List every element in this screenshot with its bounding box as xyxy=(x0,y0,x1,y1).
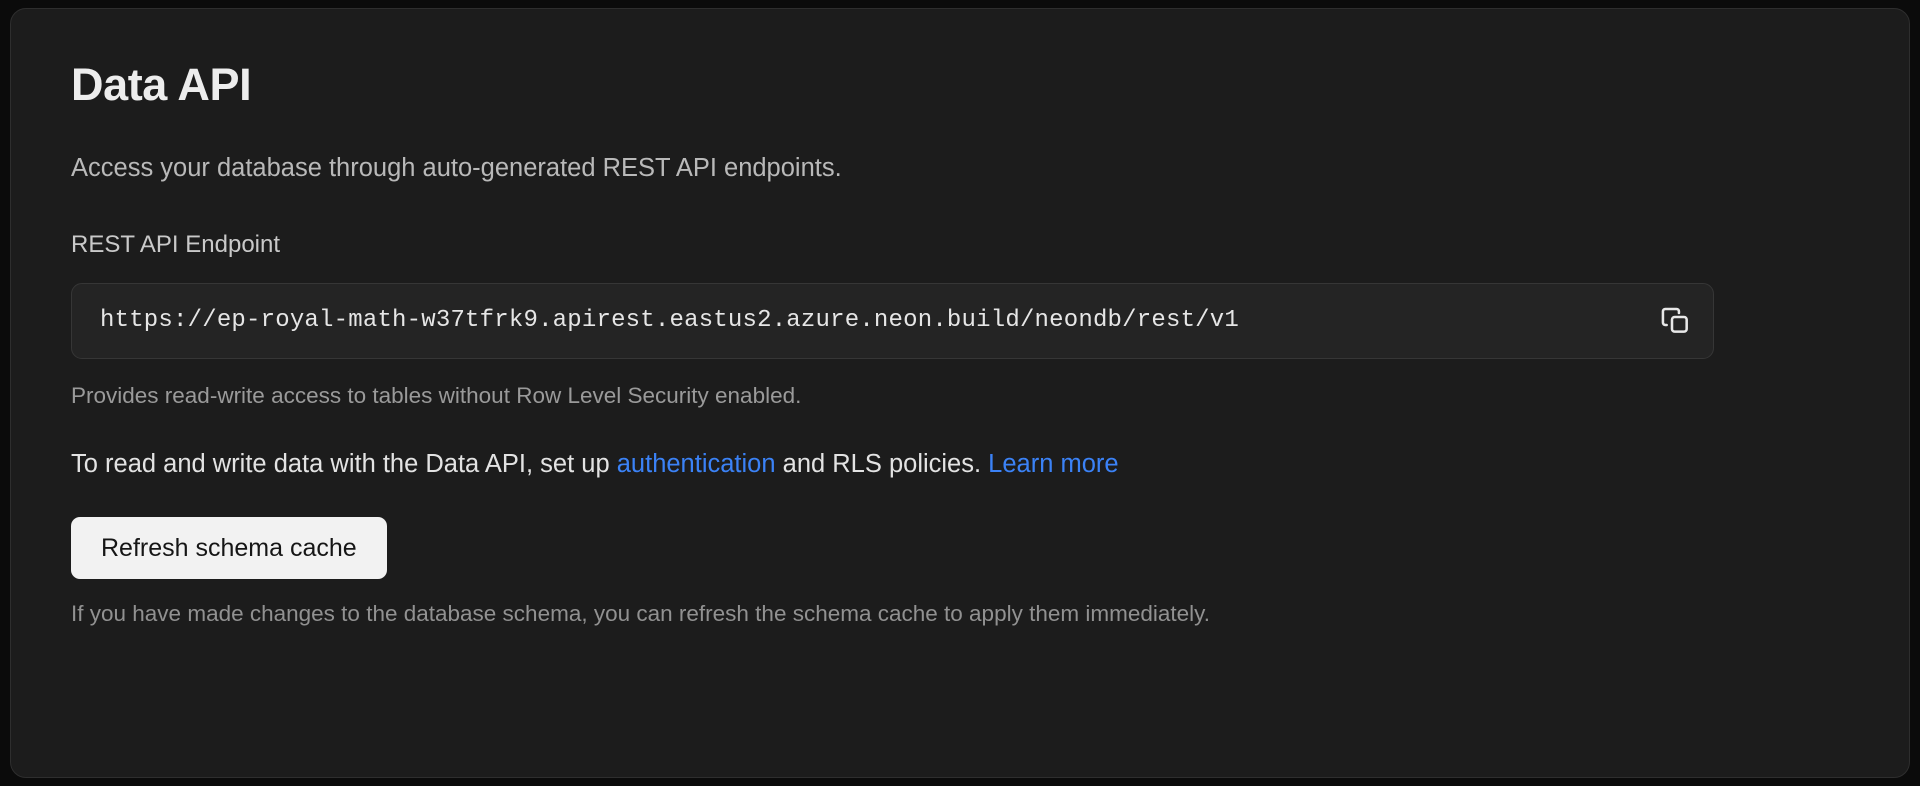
rest-api-endpoint-label: REST API Endpoint xyxy=(71,231,281,259)
auth-info-line: To read and write data with the Data API… xyxy=(71,410,1849,481)
refresh-schema-footnote: If you have made changes to the database… xyxy=(71,600,1210,626)
card-description: Access your database through auto-genera… xyxy=(71,154,842,183)
authentication-link[interactable]: authentication xyxy=(616,449,776,478)
rest-api-endpoint-value[interactable]: https://ep-royal-math-w37tfrk9.apirest.e… xyxy=(100,307,1239,335)
auth-info-prefix: To read and write data with the Data API… xyxy=(71,449,617,478)
copy-icon xyxy=(1660,305,1692,337)
auth-info-middle: and RLS policies. xyxy=(775,449,989,478)
data-api-card: Data API Access your database through au… xyxy=(10,8,1910,778)
endpoint-help-text: Provides read-write access to tables wit… xyxy=(71,382,802,408)
page-title: Data API xyxy=(71,59,252,110)
refresh-schema-cache-button[interactable]: Refresh schema cache xyxy=(71,516,387,579)
rest-api-endpoint-field[interactable]: https://ep-royal-math-w37tfrk9.apirest.e… xyxy=(71,282,1714,359)
learn-more-link[interactable]: Learn more xyxy=(988,449,1119,478)
copy-endpoint-button[interactable] xyxy=(1645,290,1707,352)
